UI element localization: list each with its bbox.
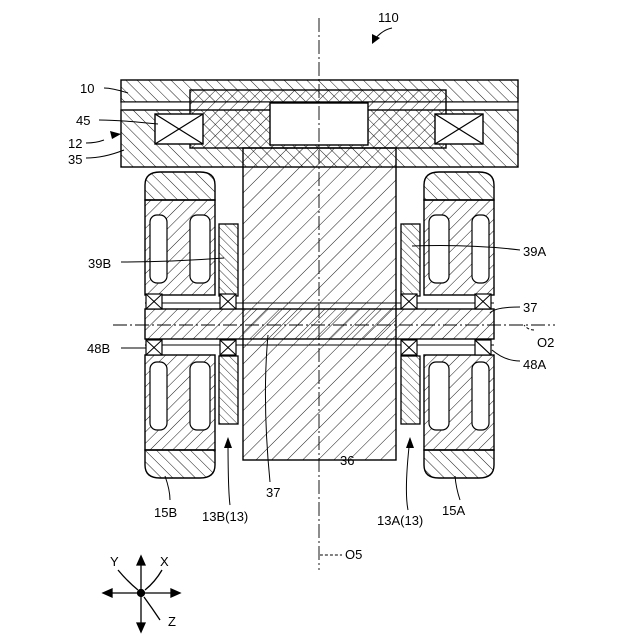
label-37-bottom: 37	[266, 485, 280, 500]
bearing-45-left	[155, 114, 203, 144]
label-48A: 48A	[523, 357, 546, 372]
label-12: 12	[68, 136, 82, 151]
label-13A: 13A(13)	[377, 513, 423, 528]
label-39A: 39A	[523, 244, 546, 259]
label-39B: 39B	[88, 256, 111, 271]
arrowhead-13B	[224, 437, 232, 448]
label-O2: O2	[537, 335, 554, 350]
label-15B: 15B	[154, 505, 177, 520]
label-fig-110: 110	[378, 10, 399, 25]
axle-37	[145, 303, 494, 345]
bearing-45-right	[435, 114, 483, 144]
label-35: 35	[68, 152, 82, 167]
label-36: 36	[340, 453, 354, 468]
label-15A: 15A	[442, 503, 465, 518]
label-10: 10	[80, 81, 94, 96]
label-O5: O5	[345, 547, 362, 562]
label-37-right: 37	[523, 300, 537, 315]
axis-label-Z: Z	[168, 614, 176, 629]
label-45: 45	[76, 113, 90, 128]
cap-member	[190, 90, 446, 148]
arrowhead-13A	[406, 437, 414, 448]
label-13B: 13B(13)	[202, 509, 248, 524]
label-48B: 48B	[87, 341, 110, 356]
axis-label-X: X	[160, 554, 169, 569]
axis-label-Y: Y	[110, 554, 119, 569]
pointer-12-arrowhead	[110, 131, 121, 139]
